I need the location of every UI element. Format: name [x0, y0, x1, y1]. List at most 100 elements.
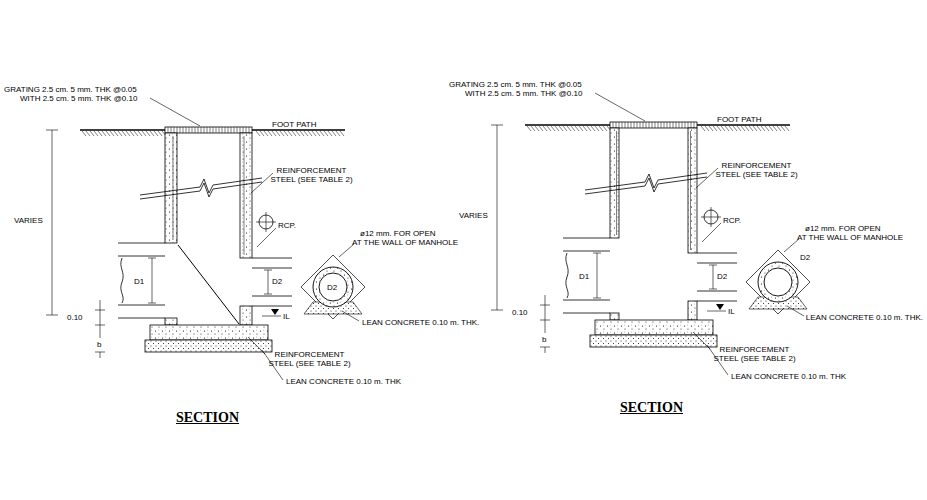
drawing-line [713, 126, 717, 131]
section-figure [46, 98, 365, 380]
drawing-line [154, 131, 158, 136]
drawing-line [276, 131, 280, 136]
drawing-line [207, 127, 208, 133]
drawing-line [256, 222, 276, 223]
drawing-line [593, 253, 601, 254]
drawing-line [268, 131, 272, 136]
note: GRATING 2.5 cm. 5 mm. THK @0.05 [4, 85, 137, 94]
drawing-line [225, 127, 226, 133]
drawing-line [110, 131, 114, 136]
drawing-line [252, 296, 292, 297]
drawing-line [491, 125, 503, 126]
drawing-line [559, 126, 563, 131]
drawing-line [216, 127, 217, 133]
drawing-line [637, 122, 638, 128]
dimension: D1 [134, 277, 144, 286]
note: WITH 2.5 cm. 5 mm. THK @0.10 [20, 94, 137, 103]
pipe-bore [319, 273, 347, 301]
pipe-wall [758, 262, 798, 302]
pipe-bedding-outline [301, 255, 365, 319]
drawing-line [130, 131, 134, 136]
drawing-line [717, 126, 721, 131]
drawing-line [342, 311, 359, 321]
drawing-line [563, 251, 610, 252]
section-title: SECTION [176, 410, 239, 426]
note: AT THE WALL OF MANHOLE [797, 233, 903, 242]
note: REINFORCEMENT STEEL (SEE TABLE 2) [262, 350, 357, 368]
drawing-line [243, 127, 244, 133]
pipe-bore [764, 268, 792, 296]
drawing-line [246, 127, 247, 133]
note: LEAN CONCRETE 0.10 m. THK. [362, 318, 479, 327]
break-mark [566, 253, 568, 298]
drawing-line [563, 313, 610, 314]
drawing-line [46, 315, 58, 316]
drawing-line [664, 122, 665, 128]
drawing-line [628, 122, 629, 128]
drawing-line [571, 126, 575, 131]
drawing-line [619, 122, 620, 128]
drawing-line [140, 182, 262, 199]
dimension: D2 [717, 272, 727, 281]
drawing-line [186, 127, 187, 133]
drawing-line [631, 122, 632, 128]
drawing-line [709, 126, 713, 131]
invert-level-mark [716, 304, 724, 310]
note: REINFORCEMENT STEEL (SEE TABLE 2) [707, 345, 802, 363]
drawing-line [118, 131, 122, 136]
drawing-line [304, 131, 308, 136]
drawing-line [231, 127, 232, 133]
drawing-line [118, 256, 165, 257]
drawing-line [118, 243, 165, 244]
drawing-line [705, 126, 709, 131]
concrete-part [165, 133, 177, 243]
drawing-line [539, 126, 543, 131]
drawing-line [547, 126, 551, 131]
drawing-line [183, 127, 184, 133]
drawing-line [682, 122, 683, 128]
drawing-line [300, 131, 304, 136]
note: ø12 mm. FOR OPEN [805, 224, 881, 233]
drawing-line [243, 129, 345, 130]
drawing-line [252, 268, 292, 269]
drawing-line [585, 173, 707, 190]
drawing-line [86, 131, 90, 136]
drawing-line [201, 127, 202, 133]
drawing-line [670, 122, 671, 128]
drawing-line [599, 126, 603, 131]
drawing-line [713, 265, 714, 289]
drawing-line [82, 131, 86, 136]
drawing-line [256, 131, 260, 136]
drawing-line [320, 131, 324, 136]
drawing-line [249, 127, 250, 133]
drawing-line [697, 301, 737, 302]
drawing-line [158, 131, 162, 136]
drawing-line [251, 173, 273, 193]
section-figure [491, 93, 810, 375]
label: RCP. [723, 216, 741, 225]
drawing-line [525, 124, 613, 125]
drawing-line [95, 310, 105, 311]
drawing-line [690, 131, 691, 250]
drawing-line [634, 122, 635, 128]
drawing-line [173, 136, 174, 240]
label: IL [283, 312, 290, 321]
drawing-line [288, 131, 292, 136]
drawing-line [676, 122, 677, 128]
drawing-line [268, 270, 269, 294]
note: LEAN CONCRETE 0.10 m. THK [286, 377, 401, 386]
drawing-line [126, 131, 130, 136]
drawing-line [785, 126, 789, 131]
drawing-line [148, 303, 156, 304]
concrete-part [595, 320, 713, 335]
note: LEAN CONCRETE 0.10 m. THK [731, 372, 846, 381]
drawing-line [189, 127, 190, 133]
drawing-line [701, 126, 705, 131]
concrete-part [240, 133, 252, 258]
drawing-line [260, 131, 264, 136]
drawing-line [248, 337, 265, 354]
drawing-line [213, 127, 214, 133]
drawing-line [180, 127, 181, 133]
drawing-line [567, 126, 571, 131]
